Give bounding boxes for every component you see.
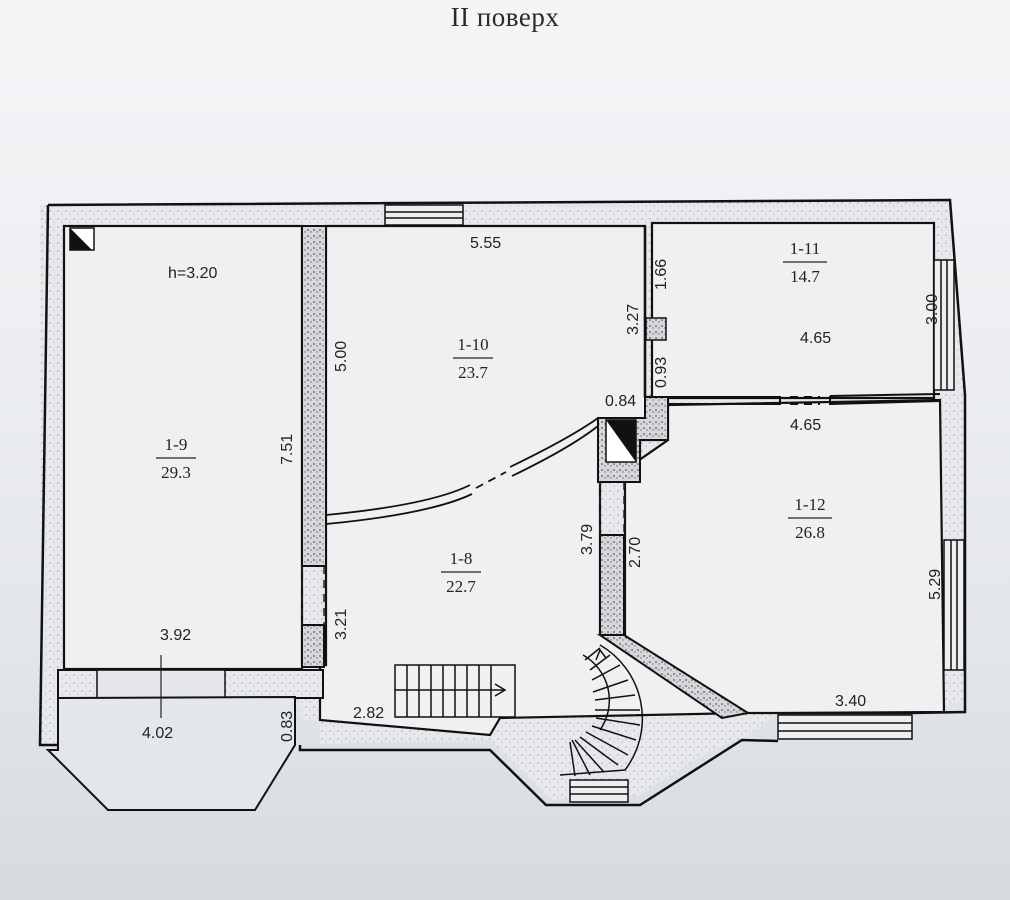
dim-room11-left-lower: 0.93 — [653, 357, 670, 388]
dim-room9-bottom: 3.92 — [160, 627, 191, 644]
room-1-10-area: 23.7 — [458, 363, 488, 382]
window-bottom — [777, 714, 913, 740]
dimension-labels: 5.55 4.65 4.65 0.84 3.92 4.02 2.82 3.40 … — [142, 235, 944, 742]
dim-room12-top: 4.65 — [790, 417, 821, 434]
spiral-stairs — [559, 644, 644, 777]
dim-hall-right-upper: 3.27 — [625, 304, 642, 335]
room-1-11-area: 14.7 — [790, 267, 820, 286]
dim-room12-left: 2.70 — [627, 537, 644, 568]
dim-top-hall: 5.55 — [470, 235, 501, 252]
dim-balcony-width: 4.02 — [142, 725, 173, 742]
room-1-8-id: 1-8 — [450, 549, 473, 568]
window-room11 — [933, 259, 955, 391]
dim-room11-left-upper: 1.66 — [653, 259, 670, 290]
wall-column — [645, 317, 667, 341]
ceiling-height-label: h=3.20 — [168, 265, 217, 282]
room-1-9-area: 29.3 — [161, 463, 191, 482]
dim-chimney: 0.84 — [605, 393, 636, 410]
dim-room12-bottom: 3.40 — [835, 693, 866, 710]
dim-room11-width: 4.65 — [800, 330, 831, 347]
curved-partition — [325, 417, 599, 525]
dim-room11-right: 3.00 — [924, 294, 941, 325]
room-1-10-id: 1-10 — [457, 335, 488, 354]
floor-title: II поверх — [450, 2, 560, 32]
balcony — [45, 695, 296, 811]
dim-room9-right: 7.51 — [279, 434, 296, 465]
dim-hall-right-lower: 3.79 — [579, 524, 596, 555]
dim-hall-bottom: 2.82 — [353, 705, 384, 722]
wall-stub-room9 — [301, 624, 325, 668]
room-labels: h=3.20 1-9 29.3 1-10 23.7 1-11 14.7 1-8 … — [156, 239, 832, 596]
dim-room10-left: 5.00 — [333, 341, 350, 372]
windows — [384, 204, 965, 803]
window-top — [384, 204, 464, 226]
straight-stairs — [394, 664, 516, 718]
dim-balcony-depth: 0.83 — [279, 711, 296, 742]
window-room12 — [943, 539, 965, 671]
room-1-9-id: 1-9 — [165, 435, 188, 454]
room-1-11-id: 1-11 — [790, 239, 821, 258]
room-1-8-area: 22.7 — [446, 577, 476, 596]
rooms — [62, 221, 946, 737]
wall-room9-room10 — [301, 225, 327, 567]
window-bay — [569, 779, 629, 803]
dim-room12-right: 5.29 — [927, 569, 944, 600]
room-1-12-area: 26.8 — [795, 523, 825, 542]
room-1-11 — [650, 221, 936, 400]
wall-room8-room12 — [599, 534, 625, 636]
dim-doorway-height: 3.21 — [333, 609, 350, 640]
partition-room11-room12 — [668, 393, 941, 405]
room-1-12-id: 1-12 — [794, 495, 825, 514]
